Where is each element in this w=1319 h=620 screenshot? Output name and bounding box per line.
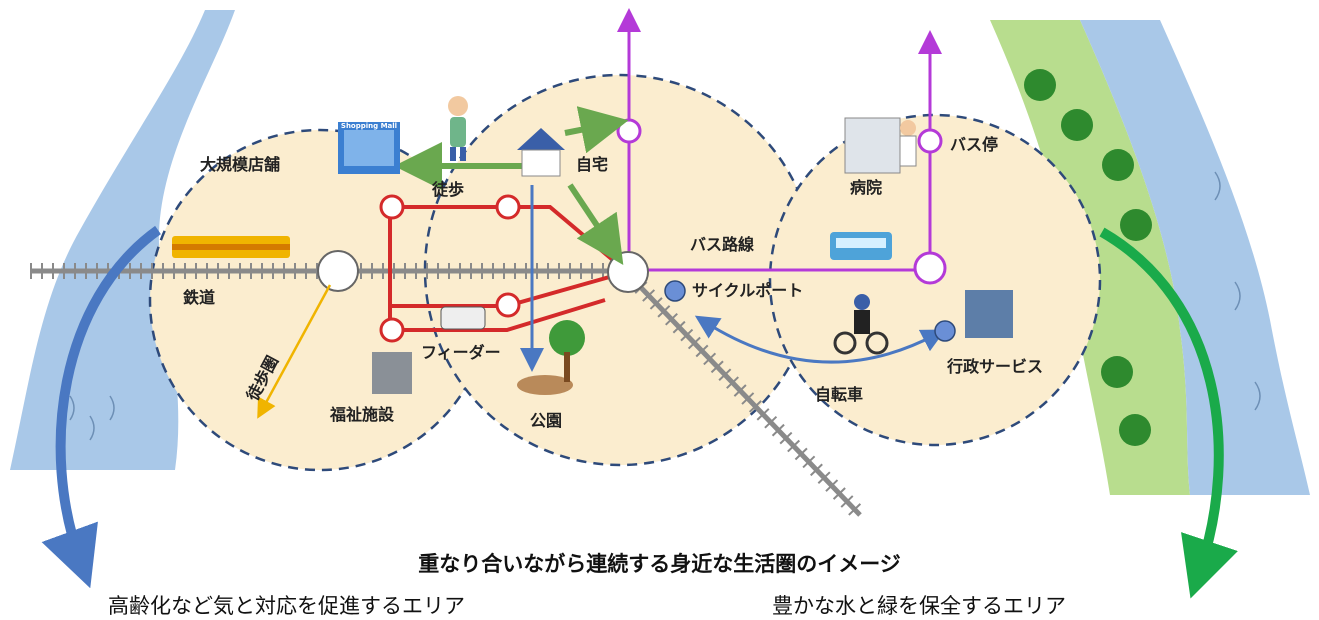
pedestrian-icon: [448, 96, 468, 161]
label-admin-services: 行政サービス: [946, 357, 1043, 376]
label-bicycle: 自転車: [815, 385, 863, 404]
label-railway: 鉄道: [183, 288, 215, 307]
label-walk: 徒歩: [431, 180, 464, 199]
welfare-building-icon: [372, 352, 412, 394]
hospital-icon: [844, 117, 917, 174]
feeder-van-icon: [440, 306, 486, 330]
house-icon: [517, 128, 565, 177]
station-left: [317, 250, 359, 292]
right-river: [1080, 20, 1310, 495]
left-area-caption: 高齢化など気と対応を促進するエリア: [108, 594, 465, 618]
station-hub: [607, 251, 649, 293]
shopping-mall-sign: Shopping Mall: [341, 122, 397, 130]
admin-building-icon: [965, 290, 1013, 338]
bus-icon: [830, 232, 892, 260]
label-home: 自宅: [576, 155, 608, 174]
label-welfare: 福祉施設: [329, 405, 395, 424]
right-big-arrow: [1099, 227, 1238, 599]
label-large-store: 大規模店舗: [200, 155, 280, 174]
left-river: [10, 10, 235, 470]
label-hospital: 病院: [850, 178, 882, 197]
diagram-caption: 重なり合いながら連続する身近な生活圏のイメージ: [418, 552, 901, 576]
park-icon: [517, 320, 585, 395]
label-bus-route: バス路線: [690, 235, 754, 254]
cyclist-icon: [833, 294, 889, 355]
right-area-caption: 豊かな水と緑を保全するエリア: [772, 594, 1066, 618]
label-feeder: フィーダー: [421, 343, 501, 362]
feeder-line: [379, 194, 632, 343]
left-big-arrow: [41, 225, 161, 589]
label-cycle-port: サイクルポート: [692, 281, 803, 300]
living-zone-diagram: Shopping Mall: [10, 8, 1310, 599]
shopping-mall-icon: [338, 122, 400, 174]
trees-icon: [1024, 69, 1152, 446]
bus-route: [616, 8, 947, 285]
label-park: 公園: [530, 411, 562, 430]
label-bus-stop: バス停: [950, 135, 998, 154]
train-icon: [172, 236, 290, 258]
